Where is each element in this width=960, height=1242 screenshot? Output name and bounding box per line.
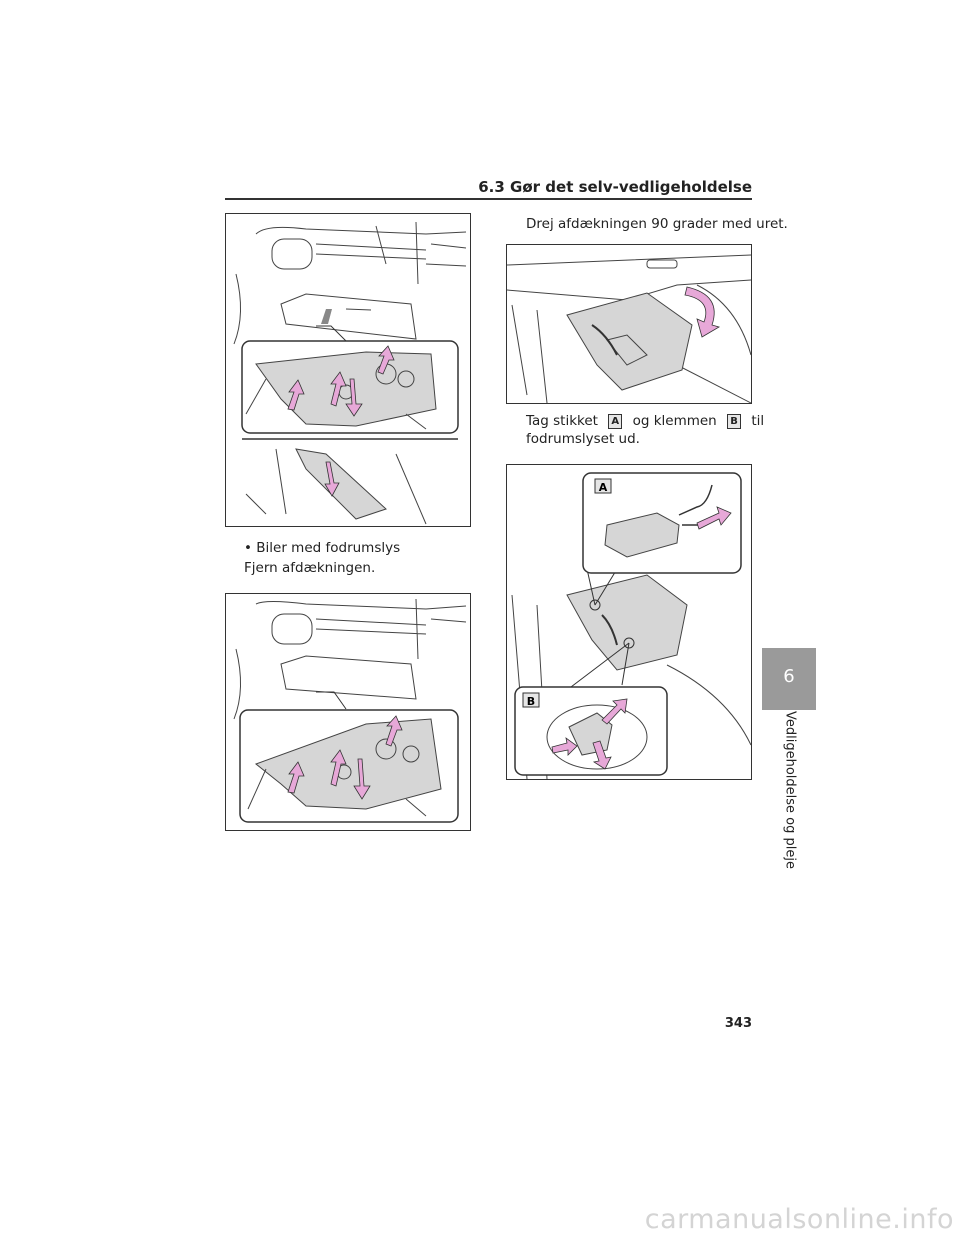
figure-rotate-cover (506, 244, 752, 404)
bullet-vehicles-with-footwell-light: • Biler med fodrumslys (244, 540, 401, 556)
step-rotate-cover: Drej afdækningen 90 grader med uret. (526, 216, 788, 232)
figure-glovebox-removal (225, 213, 471, 527)
page-number: 343 (724, 1016, 752, 1031)
callout-label-a: A (608, 414, 623, 429)
step-disconnect: Tag stikket A og klemmen B til (526, 413, 764, 429)
figure-connector-detail: A B (506, 464, 752, 780)
header-rule (225, 198, 752, 200)
step-disconnect-continued: fodrumslyset ud. (526, 431, 640, 447)
watermark: carmanualsonline.info (644, 1204, 954, 1235)
callout-label-b: B (727, 414, 742, 429)
illustration-connector: A B (511, 472, 751, 779)
step-disconnect-text-3: til (751, 413, 765, 429)
section-title: 6.3 Gør det selv-vedligeholdelse (478, 178, 752, 196)
inset-label-a: A (599, 481, 608, 494)
chapter-number: 6 (783, 666, 795, 687)
illustration-glovebox (233, 221, 467, 525)
chapter-label: Vedligeholdelse og pleje (782, 711, 798, 869)
figure-cover-removal (225, 593, 471, 831)
step-disconnect-text-1: Tag stikket (526, 413, 598, 429)
step-disconnect-text-2: og klemmen (632, 413, 717, 429)
illustration-cover (233, 598, 467, 823)
inset-label-b: B (527, 695, 535, 708)
step-remove-cover: Fjern afdækningen. (244, 560, 376, 576)
illustration-rotate (507, 254, 751, 403)
chapter-tab: 6 (762, 648, 816, 710)
